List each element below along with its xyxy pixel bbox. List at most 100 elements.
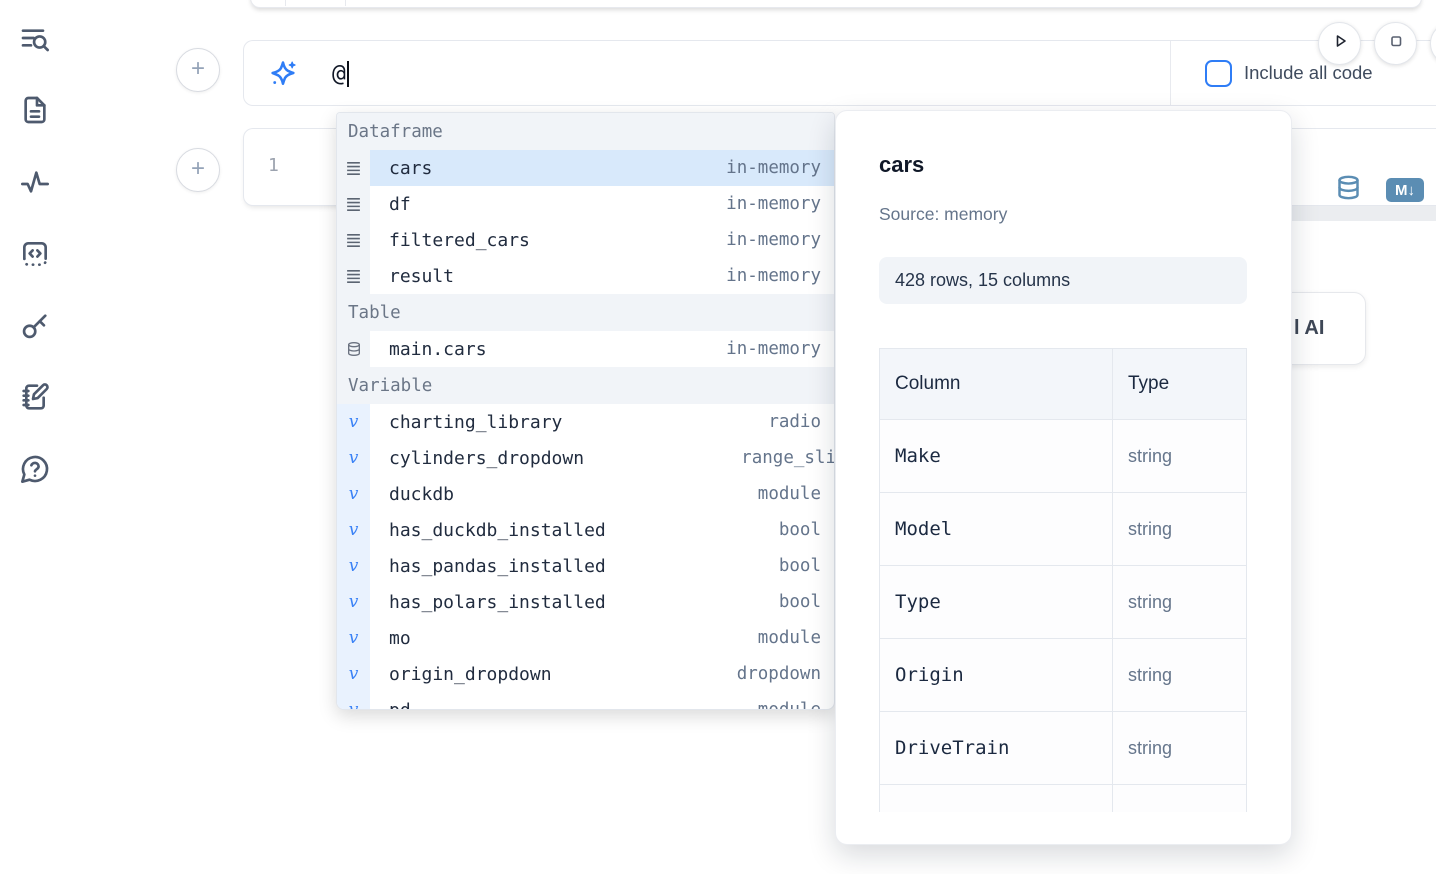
sql-cell-icon[interactable]	[1335, 174, 1362, 206]
variable-icon: v	[337, 512, 370, 548]
file-text-icon[interactable]	[19, 94, 51, 126]
key-icon[interactable]	[19, 310, 51, 342]
code-snippet-icon[interactable]	[19, 238, 51, 270]
schema-row	[879, 784, 1247, 812]
sparkles-icon	[268, 58, 299, 89]
item-name: main.cars	[389, 338, 487, 360]
item-type: range_sli	[741, 448, 835, 468]
autocomplete-item[interactable]: main.cars in-memory	[337, 331, 834, 367]
item-name: has_polars_installed	[389, 591, 606, 613]
autocomplete-sections: Dataframe cars in-memory df in-memory filtere…	[337, 113, 834, 710]
play-icon	[1328, 29, 1352, 58]
item-name: mo	[389, 627, 411, 649]
ai-button-label: AI	[1304, 317, 1325, 339]
help-chat-icon[interactable]	[19, 453, 51, 485]
variable-icon: v	[337, 440, 370, 476]
column-type	[1112, 784, 1247, 812]
autocomplete-section-header: Variable	[337, 367, 834, 404]
item-name: has_pandas_installed	[389, 555, 606, 577]
item-name: pd	[389, 699, 411, 710]
column-header: Column	[879, 348, 1113, 420]
cell-console-strip	[1292, 206, 1436, 221]
variable-icon: v	[337, 476, 370, 512]
autocomplete-section-header: Table	[337, 294, 834, 331]
notebook-pen-icon[interactable]	[19, 381, 51, 413]
activity-icon[interactable]	[19, 166, 51, 198]
preview-source: Source: memory	[879, 204, 1008, 224]
variable-icon: v	[337, 404, 370, 440]
item-name: cars	[389, 157, 433, 179]
item-type: bool	[778, 556, 821, 576]
autocomplete-section-header: Dataframe	[337, 113, 834, 150]
run-cell-button[interactable]	[1318, 22, 1361, 65]
column-name	[879, 784, 1113, 812]
autocomplete-dropdown: Dataframe cars in-memory df in-memory filtere…	[336, 112, 835, 710]
variable-icon: v	[348, 700, 359, 710]
item-type: in-memory	[726, 339, 821, 359]
ai-prompt-panel: @ Include all code	[243, 40, 1436, 106]
item-type: bool	[778, 592, 821, 612]
add-cell-button[interactable]: +	[176, 48, 220, 92]
previous-cell-edge	[250, 0, 1422, 8]
column-type: string	[1112, 492, 1247, 566]
autocomplete-item[interactable]: v duckdb module	[337, 476, 834, 512]
search-list-icon[interactable]	[19, 24, 51, 56]
column-name: Model	[879, 492, 1113, 566]
add-cell-button[interactable]: +	[176, 148, 220, 192]
shape-badge: 428 rows, 15 columns	[879, 257, 1247, 304]
variable-icon: v	[348, 448, 359, 468]
column-name: DriveTrain	[879, 711, 1113, 785]
rows-icon	[337, 258, 370, 294]
variable-icon: v	[337, 584, 370, 620]
ai-button-clipped-text: l	[1294, 317, 1300, 339]
text-cursor	[346, 61, 349, 87]
autocomplete-item[interactable]: v has_polars_installed bool	[337, 584, 834, 620]
variable-icon: v	[348, 592, 359, 612]
autocomplete-item[interactable]: cars in-memory	[337, 150, 834, 186]
variable-icon: v	[348, 484, 359, 504]
item-type: bool	[778, 520, 821, 540]
ai-prompt-input[interactable]: @	[332, 57, 349, 91]
include-all-code-checkbox[interactable]	[1205, 59, 1232, 87]
stop-button[interactable]	[1374, 22, 1417, 65]
item-name: result	[389, 265, 455, 287]
variable-icon: v	[348, 412, 359, 432]
autocomplete-item[interactable]: v cylinders_dropdown range_sli	[337, 440, 834, 476]
item-type: in-memory	[726, 158, 821, 178]
item-name: filtered_cars	[389, 229, 530, 251]
column-type: string	[1112, 711, 1247, 785]
variable-icon: v	[348, 556, 359, 576]
include-all-code-label: Include all code	[1244, 62, 1373, 83]
autocomplete-item[interactable]: v has_pandas_installed bool	[337, 548, 834, 584]
preview-title: cars	[879, 152, 925, 177]
database-icon	[337, 331, 370, 367]
item-type: module	[757, 484, 821, 504]
item-type: dropdown	[736, 664, 821, 684]
item-type: radio	[768, 412, 821, 432]
autocomplete-item[interactable]: df in-memory	[337, 186, 834, 222]
ai-prompt-value: @	[332, 61, 346, 87]
item-name: origin_dropdown	[389, 663, 552, 685]
variable-icon: v	[348, 520, 359, 540]
column-type: string	[1112, 565, 1247, 639]
column-name: Make	[879, 419, 1113, 493]
item-name: duckdb	[389, 483, 455, 505]
item-name: cylinders_dropdown	[389, 447, 585, 469]
item-type: module	[757, 628, 821, 648]
markdown-cell-icon[interactable]: M↓	[1386, 178, 1424, 202]
variable-icon: v	[337, 548, 370, 584]
item-name: df	[389, 193, 411, 215]
item-type: in-memory	[726, 194, 821, 214]
variable-icon: v	[337, 692, 370, 710]
